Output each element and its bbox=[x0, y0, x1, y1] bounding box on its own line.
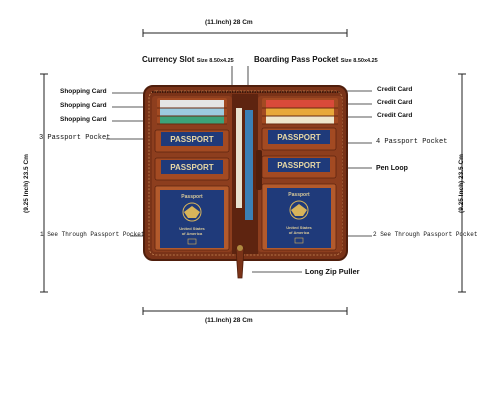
currency-slot-text: Currency Slot bbox=[142, 55, 195, 64]
passport-text-right-2: PASSPORT bbox=[277, 161, 321, 170]
passport-text-left-1: PASSPORT bbox=[170, 135, 214, 144]
boarding-pass-text: Boarding Pass Pocket bbox=[254, 55, 339, 64]
passport-text-right-1: PASSPORT bbox=[277, 133, 321, 142]
passport-lower-right: Passport bbox=[288, 192, 310, 198]
pen-loop-label: Pen Loop bbox=[376, 165, 408, 172]
usa-line2-left: of America bbox=[182, 231, 203, 236]
currency-slot-label: Currency Slot Size 8.50x4.25 bbox=[142, 56, 234, 65]
boarding-pass-label: Boarding Pass Pocket Size 8.50x4.25 bbox=[254, 56, 378, 65]
usa-line2-right: of America bbox=[289, 230, 310, 235]
boarding-pass-size: Size 8.50x4.25 bbox=[340, 58, 378, 64]
shopping-card-label-1: Shopping Card bbox=[60, 88, 107, 95]
passport-text-left-2: PASSPORT bbox=[170, 163, 214, 172]
currency-slot-size: Size 8.50x4.25 bbox=[196, 58, 234, 64]
width-top-label: (11.Inch) 28 Cm bbox=[205, 19, 253, 26]
width-bottom-label: (11.Inch) 28 Cm bbox=[205, 317, 253, 324]
passport-pocket-3-label: 3 Passport Pocket bbox=[39, 134, 111, 142]
zip-puller-label: Long Zip Puller bbox=[305, 267, 360, 276]
usa-line1-right: United States bbox=[286, 225, 312, 230]
credit-card-label-2: Credit Card bbox=[377, 99, 413, 106]
shopping-card-label-3: Shopping Card bbox=[60, 116, 107, 123]
height-left-label: (9.25 Inch) 23.5 Cm bbox=[22, 154, 30, 213]
shopping-card-label-2: Shopping Card bbox=[60, 102, 107, 109]
see-through-1-label: 1 See Through Passport Pocket bbox=[40, 231, 145, 238]
see-through-2-label: 2 See Through Passport Pocket bbox=[373, 231, 478, 238]
credit-card-label-3: Credit Card bbox=[377, 112, 413, 119]
height-right-label: (9.25 Inch) 23.5 Cm bbox=[457, 154, 465, 213]
passport-pocket-4-label: 4 Passport Pocket bbox=[376, 138, 448, 146]
credit-card-label-1: Credit Card bbox=[377, 86, 413, 93]
usa-line1-left: United States bbox=[179, 226, 205, 231]
passport-lower-left: Passport bbox=[181, 194, 203, 200]
